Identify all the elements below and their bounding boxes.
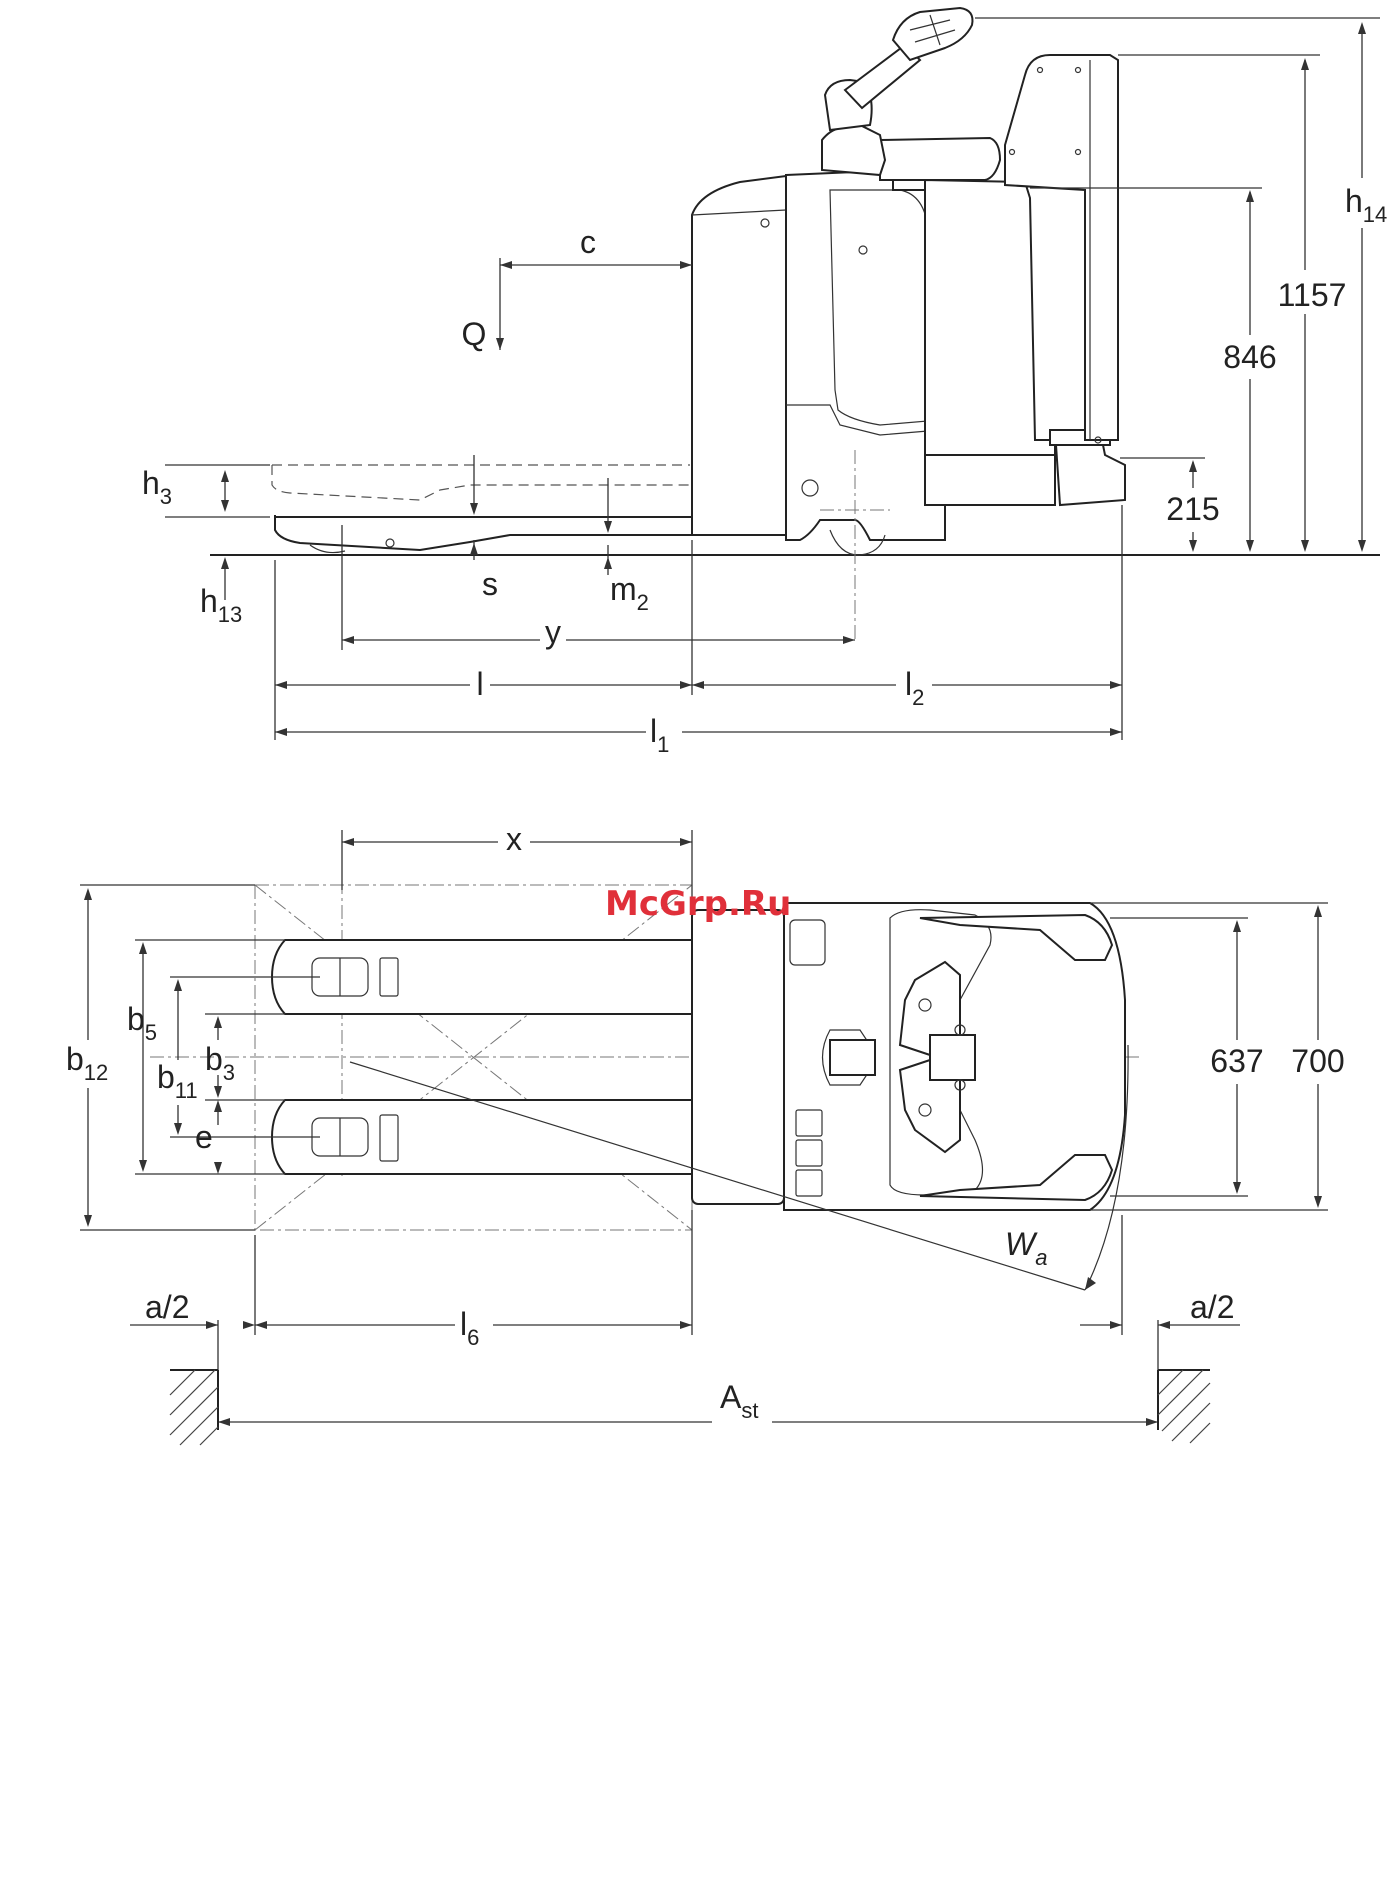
fork-right [272,1100,692,1174]
side-view: c Q h3 h13 s m2 y [142,8,1390,757]
label-h13: h13 [200,583,242,627]
label-e: e [195,1119,213,1155]
label-Wa: Wa [1005,1226,1047,1270]
tiller-base [822,125,885,175]
tiller-head [893,8,973,60]
battery-box-top [692,910,784,1204]
watermark-text: McGrp.Ru [605,884,791,924]
label-h3: h3 [142,465,172,509]
label-a2-left: a/2 [145,1289,189,1325]
dim-height-platform: 846 [1223,339,1276,375]
label-b3: b3 [205,1041,235,1085]
label-m2: m2 [610,571,649,615]
chassis [786,170,945,540]
label-c: c [580,224,596,260]
raised-fork-outline [272,465,690,500]
label-s: s [482,566,498,602]
label-x: x [506,821,522,857]
dim-height-low: 215 [1166,491,1219,527]
dim-width-inner: 637 [1210,1043,1263,1079]
fork-left [272,940,692,1014]
wall-left [170,1370,218,1445]
battery-box [692,176,786,535]
dim-height-total: 1157 [1278,277,1347,313]
dim-width-outer: 700 [1291,1043,1344,1079]
label-a2-right: a/2 [1190,1289,1234,1325]
fork-side [275,515,700,550]
label-Q: Q [462,316,487,352]
seat-cushion [880,138,1000,180]
wall-right [1158,1370,1210,1443]
rear-body [925,180,1055,502]
label-b5: b5 [127,1001,157,1045]
label-l: l [476,666,483,702]
label-y: y [545,614,561,650]
